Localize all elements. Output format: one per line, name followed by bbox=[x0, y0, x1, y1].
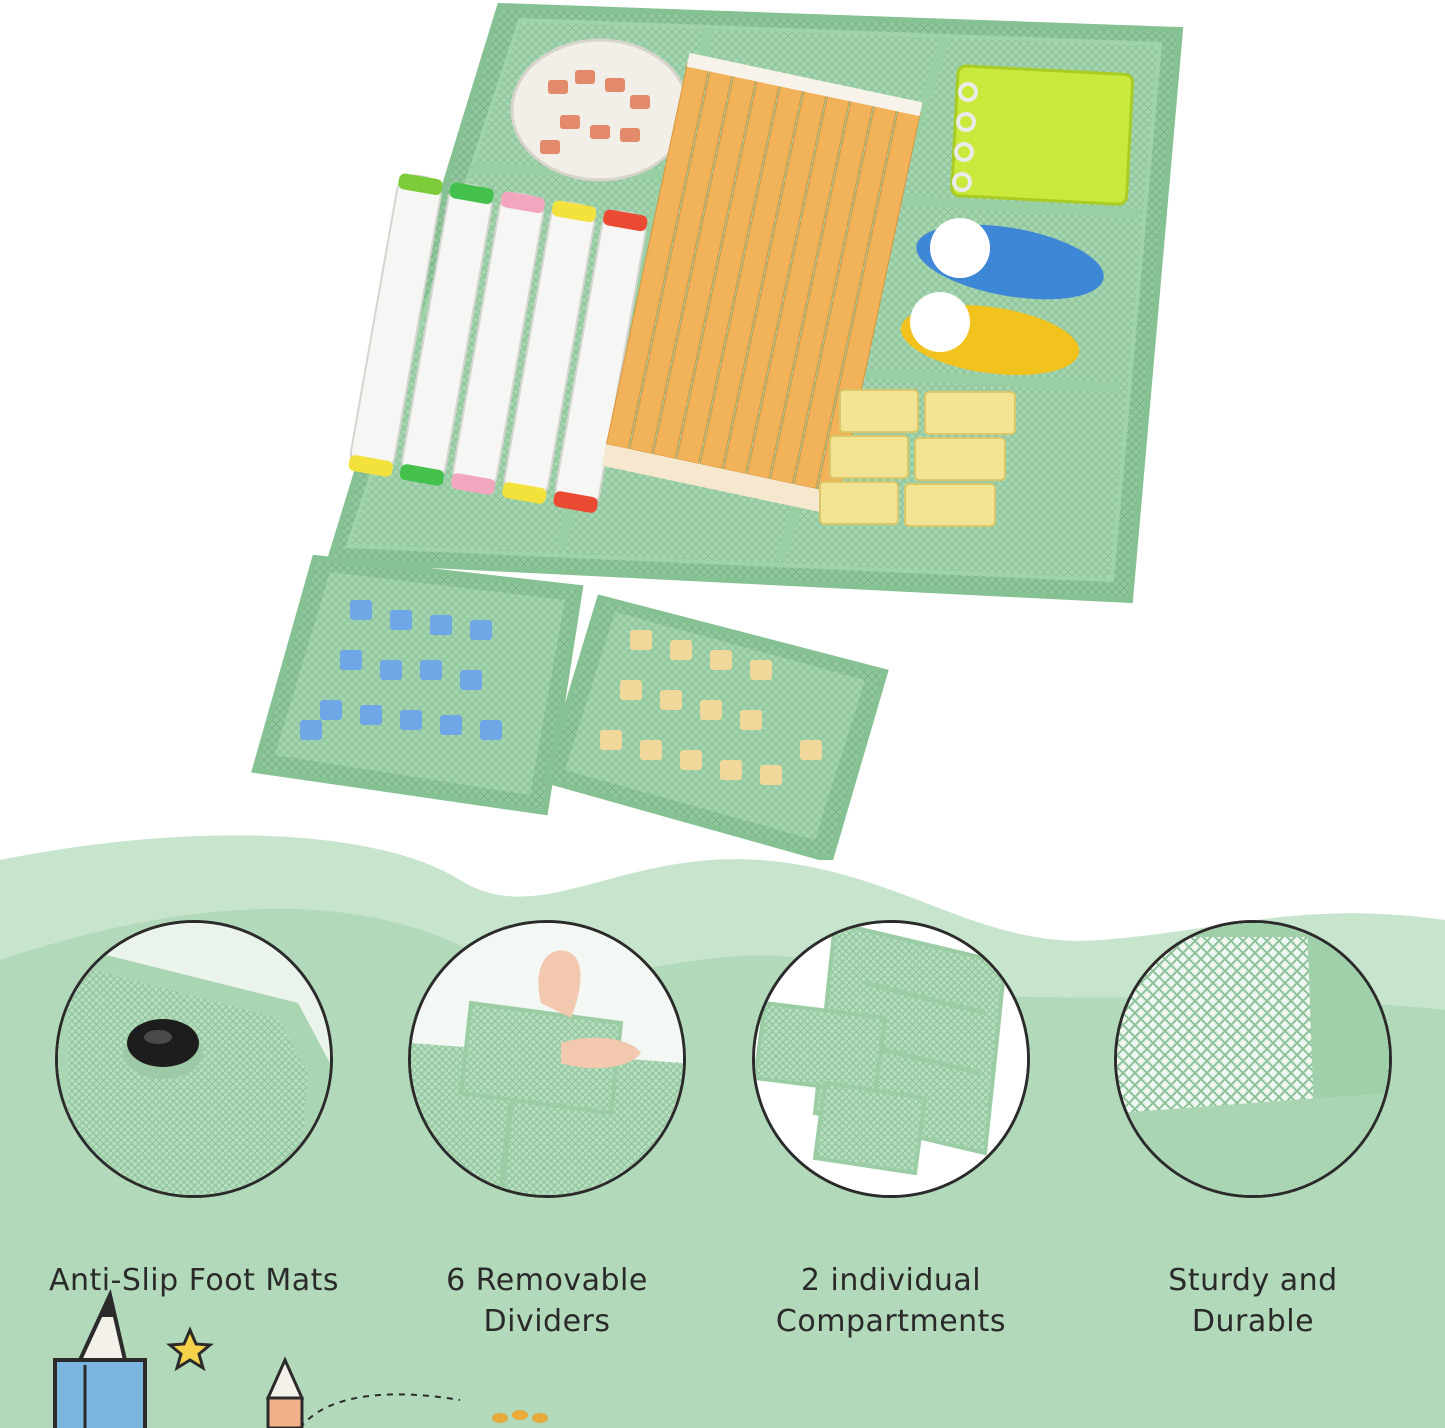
feature-label: Sturdy and Durable bbox=[1168, 1263, 1338, 1339]
pencil-doodle-icon bbox=[53, 1288, 147, 1428]
feature-label-line2: Compartments bbox=[775, 1304, 1007, 1339]
feature-dividers: 6 Removable Dividers bbox=[397, 920, 697, 1342]
feature-compartments: 2 individual Compartments bbox=[741, 920, 1041, 1342]
feature-label-line1: 6 Removable bbox=[446, 1263, 648, 1298]
notepad bbox=[950, 64, 1135, 206]
leaf-icon bbox=[492, 1410, 548, 1423]
feature-label: Anti-Slip Foot Mats bbox=[48, 1263, 340, 1298]
basket-yellow-clips bbox=[541, 594, 889, 860]
star-icon bbox=[166, 1326, 214, 1372]
compartments-icon bbox=[752, 920, 1030, 1198]
mesh-corner-icon bbox=[1114, 920, 1392, 1198]
markers bbox=[348, 173, 648, 513]
feature-sturdy: Sturdy and Durable bbox=[1103, 920, 1403, 1342]
feature-label-line2: Dividers bbox=[483, 1304, 611, 1339]
feature-anti-slip: Anti-Slip Foot Mats bbox=[44, 920, 344, 1301]
foot-mat-closeup-icon bbox=[55, 920, 333, 1198]
basket-blue-clips bbox=[251, 554, 584, 816]
product-tray-illustration bbox=[251, 2, 1184, 860]
small-pencil-icon bbox=[265, 1356, 305, 1428]
green-background-band bbox=[0, 835, 1445, 1428]
divider-hand-icon bbox=[408, 920, 686, 1198]
clip-holder bbox=[510, 38, 690, 182]
feature-label-line1: 2 individual bbox=[800, 1263, 982, 1298]
pencil-doodles bbox=[53, 1288, 548, 1428]
erasers bbox=[819, 389, 1016, 527]
correction-tapes bbox=[900, 218, 1104, 375]
